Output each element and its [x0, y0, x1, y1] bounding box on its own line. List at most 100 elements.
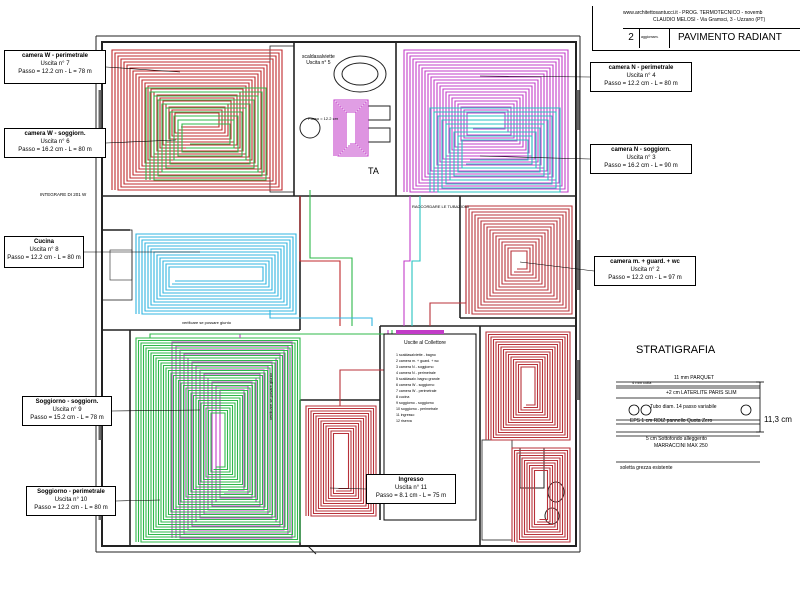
drawing-title: PAVIMENTO RADIANT	[669, 28, 800, 48]
leader-line	[115, 499, 161, 502]
leader-line	[479, 155, 591, 160]
feeder-line	[269, 310, 373, 326]
circuit-outlet: Uscita n° 9	[52, 407, 82, 413]
collector-line: 4 camera N - perimetrale	[396, 371, 436, 375]
collector-line: 6 camera W - soggiorno	[396, 383, 435, 387]
circuit-outlet: Uscita n° 7	[40, 61, 70, 67]
note-integrate: INTEGRARE DI 201 W	[40, 192, 87, 197]
loop-camera-w-perimetrale-return	[114, 52, 280, 190]
circuit-outlet: Uscita n° 3	[626, 155, 656, 161]
walls	[95, 35, 581, 555]
stratigrafia-title: STRATIGRAFIA	[636, 344, 716, 356]
loop-cucina-return	[138, 236, 294, 314]
circuit-name: Soggiorno - soggiorn.	[35, 399, 99, 405]
collector-line: 7 camera W - perimetrale	[396, 389, 437, 393]
collector-line: 9 soggiorno - soggiorno	[396, 401, 434, 405]
circuit-name: Soggiorno - perimetrale	[37, 489, 105, 495]
callout-ingresso: Ingresso Uscita n° 11 Passo = 8.1 cm - L…	[366, 474, 456, 504]
circuit-name: Cucina	[33, 239, 54, 245]
loop-wc-lower	[511, 447, 571, 543]
loop-cucina	[135, 233, 297, 315]
circuit-name: camera N - soggiorn.	[611, 147, 671, 153]
circuit-outlet: Uscita n° 8	[29, 247, 59, 253]
circuit-spec: Passo = 12.2 cm - L = 80 m	[7, 255, 81, 261]
loop-ingresso-return	[307, 407, 375, 516]
leader-line	[329, 487, 367, 490]
loop-wc	[485, 331, 571, 441]
leader-line	[105, 66, 181, 73]
collector-line: 1 scaldasalviette - bagno	[396, 353, 436, 357]
layer-eps: EPS 1 cm RDIZ pannello Quota Zero	[630, 418, 713, 424]
layer-total: 11,3 cm	[764, 415, 792, 424]
feeder-line	[299, 196, 341, 326]
loop-wc-return	[487, 333, 569, 440]
feeder-line	[149, 330, 393, 338]
loop-camera-m	[465, 205, 573, 315]
bath-label: scaldasalviette Uscita n° 5	[302, 54, 335, 66]
loop-camera-m-return	[468, 208, 570, 314]
circuit-name: camera W - soggiorn.	[24, 131, 86, 137]
layer-sottofondo: 5 cm Sottofondo alleggerito	[646, 436, 707, 442]
sheet-number: 2	[623, 28, 640, 48]
sheet-small: aggiornam.	[641, 35, 659, 39]
collector-line: 2 camera m. + guard. + wc	[396, 359, 439, 363]
collector-list: 1 scaldasalviette - bagno 2 camera m. + g…	[396, 352, 468, 448]
circuit-spec: Passo = 15.2 cm - L = 78 m	[30, 415, 104, 421]
circuit-spec: Passo = 8.1 cm - L = 75 m	[375, 493, 447, 499]
circuit-spec: Passo = 16.2 cm - L = 80 m	[18, 147, 92, 153]
circuit-spec: Passo = 12.2 cm - L = 80 m	[604, 81, 678, 87]
loop-camera-n-soggiorno-return	[433, 111, 557, 192]
title-line-1: www.architettosantucci.it - PROG. TERMOT…	[623, 10, 763, 16]
circuit-outlet: Uscita n° 2	[630, 267, 660, 273]
loop-soggiorno-perimetrale	[135, 337, 301, 543]
bath-name: scaldasalviette	[302, 54, 335, 60]
callout-cucina: Cucina Uscita n° 8 Passo = 12.2 cm - L =…	[4, 236, 84, 268]
circuit-name: camera N - perimetrale	[608, 65, 674, 71]
circuit-spec: Passo = 16.2 cm - L = 90 m	[604, 163, 678, 169]
callout-camera-m: camera m. + guard. + wc Uscita n° 2 Pass…	[594, 256, 696, 286]
layer-tubo: Tubo diam. 14 passo variabile	[650, 404, 717, 410]
note-verify-1: verificare se possare giunto	[182, 320, 231, 325]
layer-colla: 4 mm colla	[632, 380, 652, 385]
collector-title: Uscite al Collettore	[404, 340, 446, 346]
callout-camera-w-perimetrale: camera W - perimetrale Uscita n° 7 Passo…	[4, 50, 106, 84]
callout-soggiorno-soggiorno: Soggiorno - soggiorn. Uscita n° 9 Passo …	[22, 396, 112, 426]
layer-marraccini: MARRACCINI MAX 250	[654, 443, 708, 449]
stratigrafia-diagram	[616, 381, 764, 463]
circuit-name: camera m. + guard. + wc	[610, 259, 680, 265]
loop-wc-lower-return	[513, 449, 569, 542]
layer-parquet: 11 mm PARQUET	[674, 375, 715, 381]
circuit-name: camera W - perimetrale	[21, 53, 89, 59]
circuit-outlet: Uscita n° 4	[626, 73, 656, 79]
bath-outlet: Uscita n° 5	[306, 60, 331, 66]
circuit-name: Ingresso	[398, 477, 424, 483]
callout-camera-n-perimetrale: camera N - perimetrale Uscita n° 4 Passo…	[590, 62, 692, 92]
layer-laterlite: +2 cm LATERLITE PARIS SLIM	[666, 390, 737, 396]
loop-soggiorno-perimetrale-return	[137, 339, 299, 542]
collector-line: 8 cucina	[396, 395, 410, 399]
callout-camera-w-soggiorno: camera W - soggiorn. Uscita n° 6 Passo =…	[4, 128, 106, 158]
loop-camera-n-perimetrale-return	[406, 52, 566, 192]
circuit-spec: Passo = 12.2 cm - L = 97 m	[608, 275, 682, 281]
leader-line	[111, 409, 201, 412]
bath-passo: Passo = 12.2 cm	[308, 116, 338, 121]
leader-line	[105, 139, 177, 144]
loop-bagno	[333, 99, 369, 157]
collector-line: 10 soggiorno - perimetrale	[396, 407, 438, 411]
circuit-spec: Passo = 12.2 cm - L = 78 m	[18, 69, 92, 75]
circuit-spec: Passo = 12.2 cm - L = 80 m	[34, 505, 108, 511]
loop-camera-n-perimetrale	[403, 49, 569, 193]
loop-ingresso	[305, 405, 377, 517]
note-raccordare: RACCORDARE LE TUBAZIONI	[412, 204, 469, 209]
circuit-outlet: Uscita n° 10	[54, 497, 88, 503]
note-verify-2: verificare se posare giunto	[268, 373, 273, 420]
circuit-outlet: Uscita n° 6	[40, 139, 70, 145]
feeder-line	[309, 190, 353, 326]
loop-camera-n-soggiorno	[429, 107, 561, 193]
leader-line	[519, 261, 595, 272]
feeder-line	[403, 196, 411, 326]
callout-soggiorno-perimetrale: Soggiorno - perimetrale Uscita n° 10 Pas…	[26, 486, 116, 516]
loop-bagno-return	[335, 101, 367, 156]
circuit-outlet: Uscita n° 11	[395, 485, 427, 491]
feeder-line	[411, 196, 421, 326]
